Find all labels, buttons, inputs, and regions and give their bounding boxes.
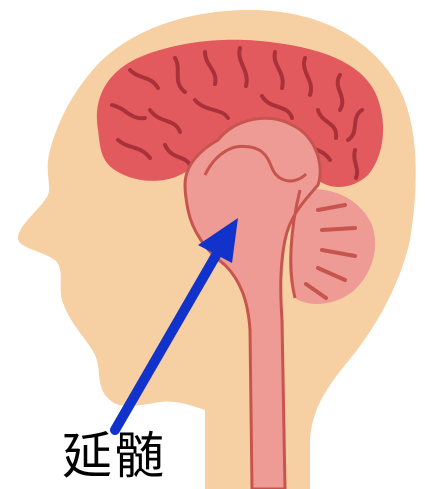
medulla-label: 延髄 — [62, 428, 166, 484]
